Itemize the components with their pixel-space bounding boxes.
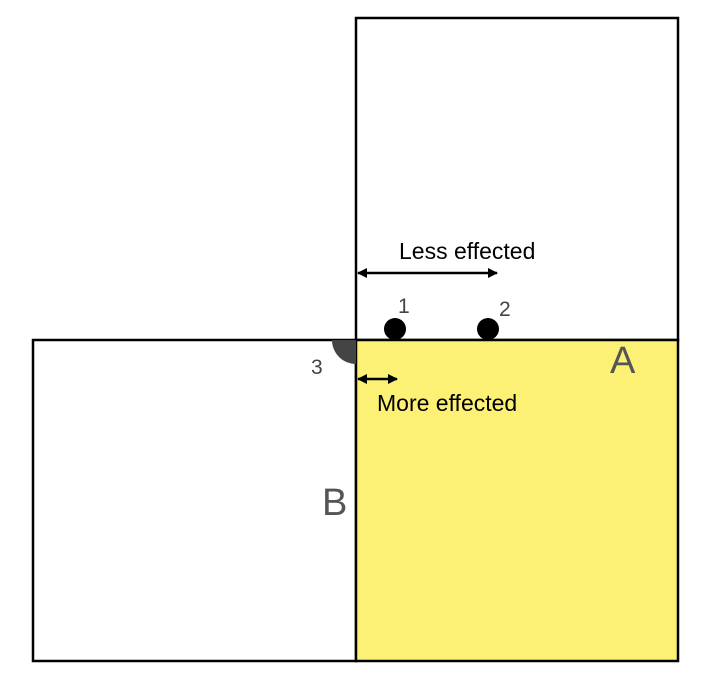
left-square [31,338,358,663]
less-effected-label: Less effected [399,238,535,264]
more-effected-label: More effected [377,390,517,416]
region-label-b: B [322,482,347,524]
point-label-2: 2 [499,298,511,321]
point-marker-2 [477,318,499,340]
point-label-3: 3 [311,356,323,379]
region-label-a: A [610,340,636,382]
point-marker-1 [384,318,406,340]
corner-marker-3 [332,340,356,364]
top-square [354,16,680,342]
highlighted-square-a [354,338,680,663]
point-label-1: 1 [398,295,410,318]
